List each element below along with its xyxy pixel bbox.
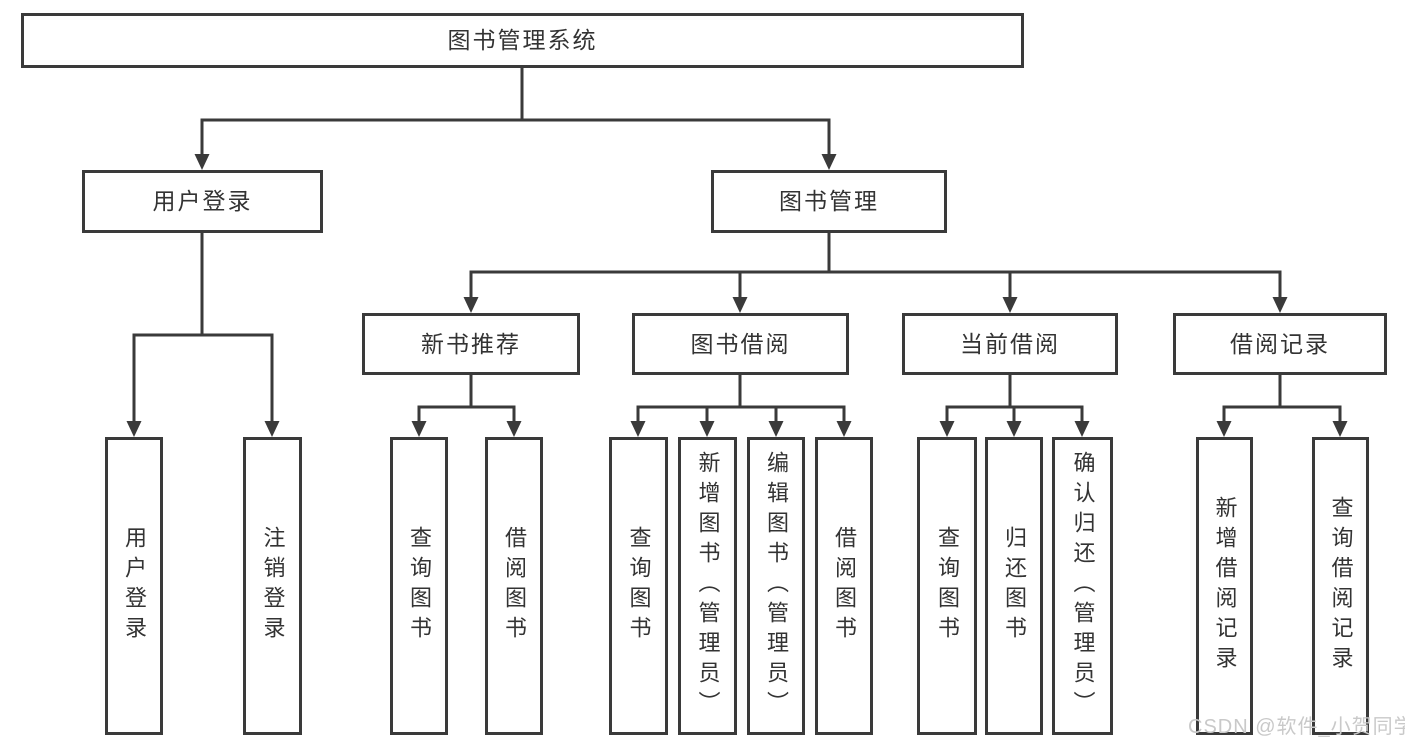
leaf-confirm-return-admin: 确认归还（管理员） [1052, 437, 1113, 735]
watermark: CSDN @软件_小贺同学 [1188, 716, 1405, 738]
leaf-recommend-query-book-label: 查询图书 [407, 526, 432, 646]
leaf-borrow-query-book-label: 查询图书 [626, 526, 652, 646]
leaf-user-login: 用户登录 [105, 437, 163, 735]
leaf-return-book: 归还图书 [985, 437, 1043, 735]
leaf-edit-book-admin: 编辑图书（管理员） [747, 437, 805, 735]
leaf-query-borrow-record-label: 查询借阅记录 [1328, 496, 1354, 676]
node-new-book-recommend: 新书推荐 [362, 313, 580, 375]
node-borrow-records: 借阅记录 [1173, 313, 1387, 375]
leaf-recommend-borrow-book: 借阅图书 [485, 437, 543, 735]
node-current-borrow: 当前借阅 [902, 313, 1118, 375]
node-root: 图书管理系统 [21, 13, 1024, 68]
leaf-borrow-query-book: 查询图书 [609, 437, 668, 735]
leaf-logout: 注销登录 [243, 437, 302, 735]
leaf-borrow-book: 借阅图书 [815, 437, 873, 735]
leaf-confirm-return-admin-label: 确认归还（管理员） [1070, 451, 1096, 721]
leaf-add-borrow-record: 新增借阅记录 [1196, 437, 1253, 735]
leaf-recommend-query-book: 查询图书 [390, 437, 448, 735]
leaf-add-borrow-record-label: 新增借阅记录 [1212, 496, 1238, 676]
node-user-login-branch: 用户登录 [82, 170, 323, 233]
leaf-user-login-label: 用户登录 [122, 526, 147, 646]
leaf-current-query-book: 查询图书 [917, 437, 977, 735]
leaf-add-book-admin-label: 新增图书（管理员） [695, 451, 721, 721]
leaf-current-query-book-label: 查询图书 [935, 526, 960, 646]
leaf-query-borrow-record: 查询借阅记录 [1312, 437, 1369, 735]
node-book-borrow: 图书借阅 [632, 313, 849, 375]
leaf-borrow-book-label: 借阅图书 [832, 526, 857, 646]
leaf-edit-book-admin-label: 编辑图书（管理员） [764, 451, 789, 721]
node-book-management-branch: 图书管理 [711, 170, 947, 233]
leaf-return-book-label: 归还图书 [1002, 526, 1027, 646]
leaf-recommend-borrow-book-label: 借阅图书 [502, 526, 527, 646]
leaf-add-book-admin: 新增图书（管理员） [678, 437, 737, 735]
leaf-logout-label: 注销登录 [260, 526, 286, 646]
